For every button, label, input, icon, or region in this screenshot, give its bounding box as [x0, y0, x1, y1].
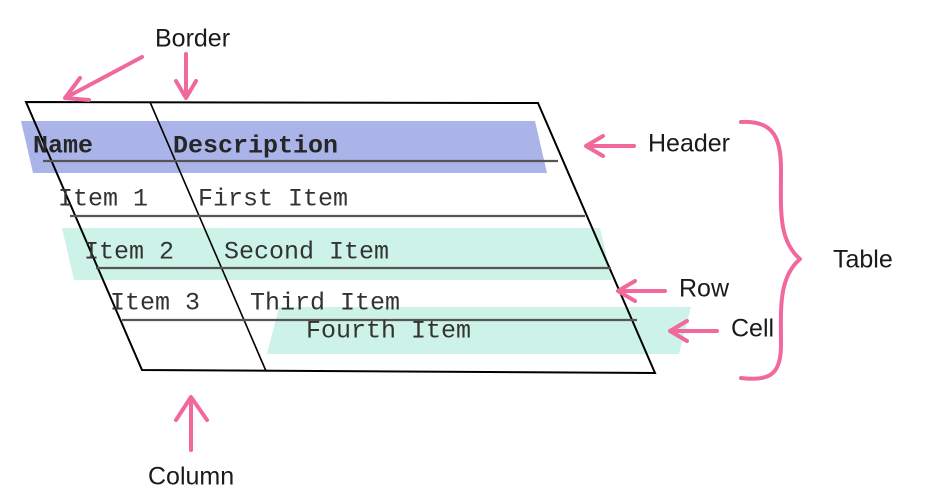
annotation-row: Row	[616, 275, 730, 303]
annotation-table: Table	[739, 119, 893, 381]
table-cell-description-1: First Item	[198, 185, 348, 214]
floating-cell-text: Fourth Item	[306, 317, 471, 346]
table-cell-description-3: Third Item	[250, 289, 400, 318]
table-header-cell-name: Name	[33, 132, 93, 161]
table-label: Table	[833, 246, 893, 274]
column-label: Column	[148, 463, 234, 491]
table-brace-icon	[739, 119, 802, 381]
table-border-outline	[24, 100, 657, 375]
header-label: Header	[648, 130, 730, 158]
table-cell-name-2: Item 2	[84, 238, 174, 267]
column-divider-line	[149, 101, 267, 372]
table-cell-name-3: Item 3	[110, 289, 200, 318]
table-content: Name Description Item 1 First Item Item …	[33, 132, 471, 346]
cell-arrow-icon	[668, 319, 719, 343]
header-arrow-icon	[584, 134, 636, 158]
table-cell-description-2: Second Item	[224, 238, 389, 267]
border-arrow-diagonal-icon	[63, 55, 144, 102]
row-label: Row	[679, 275, 730, 303]
row-arrow-icon	[616, 279, 667, 303]
column-arrow-icon	[174, 395, 209, 452]
annotation-cell: Cell	[668, 315, 774, 343]
border-arrow-vertical-icon	[174, 52, 198, 100]
cell-label: Cell	[731, 315, 774, 343]
annotation-column: Column	[148, 395, 234, 491]
table-header-cell-description: Description	[173, 132, 338, 161]
table-cell-name-1: Item 1	[58, 185, 148, 214]
annotation-border: Border	[63, 25, 230, 102]
annotation-header: Header	[584, 130, 730, 158]
border-label: Border	[155, 25, 230, 53]
cell-highlight-band	[267, 307, 691, 354]
table-outline	[24, 100, 657, 375]
